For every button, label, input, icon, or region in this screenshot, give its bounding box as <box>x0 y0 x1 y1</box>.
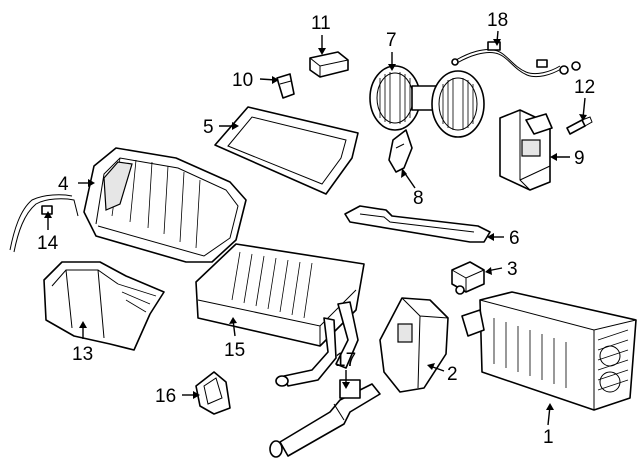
part-8-bracket <box>388 129 413 173</box>
part-3-valve <box>451 261 485 295</box>
leader-lines <box>44 30 587 426</box>
part-5-seal <box>214 106 359 195</box>
part-7-blower <box>369 65 485 138</box>
callout-5: 5 <box>203 117 214 138</box>
part-14-hose <box>9 194 79 253</box>
callout-6: 6 <box>509 228 520 249</box>
part-13-duct <box>43 261 165 351</box>
callout-15: 15 <box>224 340 245 361</box>
callout-labels: 11 10 5 7 18 12 9 8 4 14 6 3 13 15 2 1 1… <box>37 10 595 448</box>
part-10-clip <box>276 73 295 99</box>
callout-16: 16 <box>155 386 176 407</box>
callout-10: 10 <box>232 70 253 91</box>
part-18-harness <box>451 41 581 78</box>
callout-18: 18 <box>487 10 508 31</box>
callout-14: 14 <box>37 233 59 254</box>
callout-4: 4 <box>58 174 69 195</box>
callout-7: 7 <box>386 30 397 51</box>
part-1-evaporator <box>461 291 637 411</box>
part-9-module <box>499 109 553 191</box>
part-12-sensor <box>566 116 593 135</box>
part-2-actuator <box>379 297 449 393</box>
part-4-upper-housing <box>83 147 247 263</box>
callout-17: 17 <box>335 350 356 371</box>
callout-12: 12 <box>574 77 595 98</box>
callout-9: 9 <box>574 148 585 169</box>
part-16-clamp <box>195 371 231 415</box>
part-17-tube <box>269 379 381 458</box>
callout-13: 13 <box>72 344 93 365</box>
callout-3: 3 <box>507 259 518 280</box>
callout-8: 8 <box>413 188 424 209</box>
callout-11: 11 <box>311 13 331 34</box>
callout-2: 2 <box>447 364 458 385</box>
part-6-gasket <box>344 205 491 243</box>
part-11-resistor <box>309 51 349 78</box>
callout-1: 1 <box>543 427 554 448</box>
part-15-heater-core <box>195 243 365 387</box>
